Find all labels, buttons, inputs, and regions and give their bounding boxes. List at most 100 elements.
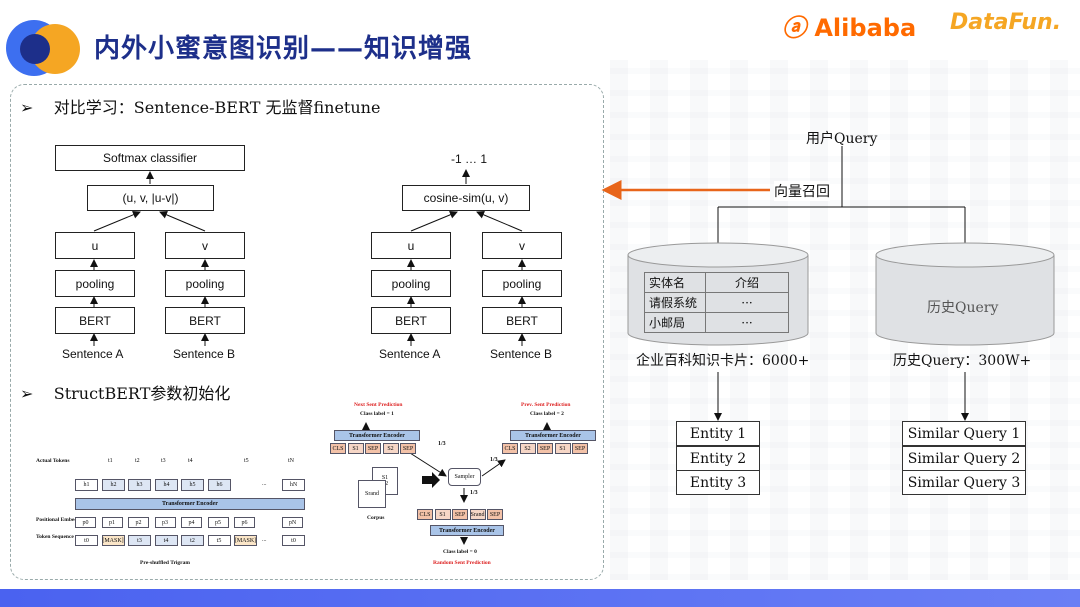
trigram-label: Pre-shuffled Trigram	[140, 560, 190, 566]
input-token: t4	[154, 535, 178, 546]
ellipsis: ...	[262, 481, 267, 487]
actual-token: t3	[161, 458, 166, 464]
position-token: p2	[128, 517, 149, 528]
sampler-box: Sampler	[448, 468, 481, 486]
softmax-classifier-box: Softmax classifier	[55, 145, 245, 171]
prob-third-1: 1/3	[438, 441, 446, 447]
class-label-1: Class label = 1	[360, 411, 394, 417]
list-item: Entity 3	[676, 470, 760, 495]
prob-third-2: 1/3	[490, 457, 498, 463]
table-cell: 请假系统	[644, 292, 706, 313]
position-token: p4	[181, 517, 202, 528]
table-cell: ···	[705, 292, 789, 313]
table-cell: 小邮局	[644, 312, 706, 333]
hidden-state: h3	[128, 479, 151, 491]
v-box-right: v	[482, 232, 562, 259]
table-cell: ···	[705, 312, 789, 333]
vector-recall-label: 向量召回	[774, 181, 830, 201]
hidden-state: h4	[155, 479, 178, 491]
ellipsis: ...	[262, 537, 267, 543]
hidden-state: h6	[208, 479, 231, 491]
position-token: p0	[75, 517, 96, 528]
v-box-left: v	[165, 232, 245, 259]
prob-third-3: 1/3	[470, 490, 478, 496]
kb-count-label: 企业百科知识卡片：6000+	[636, 353, 810, 369]
actual-token: t1	[108, 458, 113, 464]
position-token: p1	[101, 517, 123, 528]
pooling-box-left-a: pooling	[55, 270, 135, 297]
input-token: t0	[282, 535, 305, 546]
u-box-right: u	[371, 232, 451, 259]
history-count-label: 历史Query：300W+	[893, 353, 1032, 369]
transformer-encoder-next: Transformer Encoder	[334, 430, 420, 441]
actual-token: t2	[135, 458, 140, 464]
table-header-intro: 介绍	[705, 272, 789, 293]
sentence-a-right: Sentence A	[379, 347, 441, 361]
token-sequence-label: Token Sequence	[36, 534, 74, 540]
input-token: [MASK]	[234, 535, 257, 546]
sequence-token: SEP	[537, 443, 553, 454]
transformer-encoder-left: Transformer Encoder	[75, 498, 305, 510]
sentence-a-left: Sentence A	[62, 347, 124, 361]
input-token: t5	[207, 535, 231, 546]
actual-tokens-label: Actual Tokens	[36, 458, 70, 464]
hidden-state: h5	[181, 479, 204, 491]
actual-token: tN	[288, 458, 294, 464]
alibaba-logo: ⓐ Alibaba	[782, 14, 917, 42]
position-token: p6	[234, 517, 255, 528]
position-token: p5	[207, 517, 229, 528]
concat-box: (u, v, |u-v|)	[87, 185, 214, 211]
sequence-token: CLS	[330, 443, 346, 454]
u-box-left: u	[55, 232, 135, 259]
sequence-token: CLS	[502, 443, 518, 454]
corpus-doc-2: Srand	[358, 480, 386, 508]
positional-embedding-label: Positional Embedding	[36, 517, 88, 523]
rand-sent-label: Random Sent Prediction	[433, 560, 491, 566]
pooling-box-left-b: pooling	[165, 270, 245, 297]
sequence-token: Srand	[469, 509, 486, 520]
bullet-contrastive: ➢ 对比学习：Sentence-BERT 无监督finetune	[20, 98, 381, 117]
bert-box-left-a: BERT	[55, 307, 135, 334]
user-query-label: 用户Query	[806, 131, 878, 147]
input-token: [MASK]	[101, 535, 125, 546]
transformer-encoder-prev: Transformer Encoder	[510, 430, 596, 441]
actual-token: t5	[244, 458, 249, 464]
class-label-0: Class label = 0	[443, 549, 477, 555]
list-item: Similar Query 1	[902, 421, 1026, 446]
sequence-token: SEP	[572, 443, 588, 454]
input-token: t0	[75, 535, 98, 546]
sequence-token: SEP	[400, 443, 416, 454]
cosine-range: -1 … 1	[451, 152, 488, 166]
sequence-token: S2	[382, 443, 399, 454]
position-token: pN	[282, 517, 303, 528]
bert-box-left-b: BERT	[165, 307, 245, 334]
left-panel	[10, 84, 604, 580]
footer-bar	[0, 589, 1080, 607]
sequence-token: SEP	[452, 509, 468, 520]
bert-box-right-b: BERT	[482, 307, 562, 334]
sequence-token: S1	[347, 443, 364, 454]
hidden-state: h1	[75, 479, 98, 491]
sequence-token: CLS	[417, 509, 433, 520]
sentence-b-left: Sentence B	[173, 347, 236, 361]
transformer-encoder-rand: Transformer Encoder	[430, 525, 504, 536]
pooling-box-right-b: pooling	[482, 270, 562, 297]
prev-sent-label: Prev. Sent Prediction	[521, 402, 571, 408]
history-cylinder-label: 历史Query	[927, 300, 999, 316]
sequence-token: S1	[434, 509, 451, 520]
bert-box-right-a: BERT	[371, 307, 451, 334]
sequence-token: SEP	[487, 509, 503, 520]
pooling-box-right-a: pooling	[371, 270, 451, 297]
list-item: Entity 1	[676, 421, 760, 446]
hidden-state: hN	[282, 479, 305, 491]
cosine-sim-box: cosine-sim(u, v)	[402, 185, 530, 211]
input-token: t3	[128, 535, 151, 546]
corpus-label: Corpus	[367, 515, 385, 521]
list-item: Entity 2	[676, 446, 760, 471]
sequence-token: S1	[554, 443, 571, 454]
actual-token: t4	[188, 458, 193, 464]
position-token: p3	[154, 517, 176, 528]
table-header-entity: 实体名	[644, 272, 706, 293]
list-item: Similar Query 3	[902, 470, 1026, 495]
